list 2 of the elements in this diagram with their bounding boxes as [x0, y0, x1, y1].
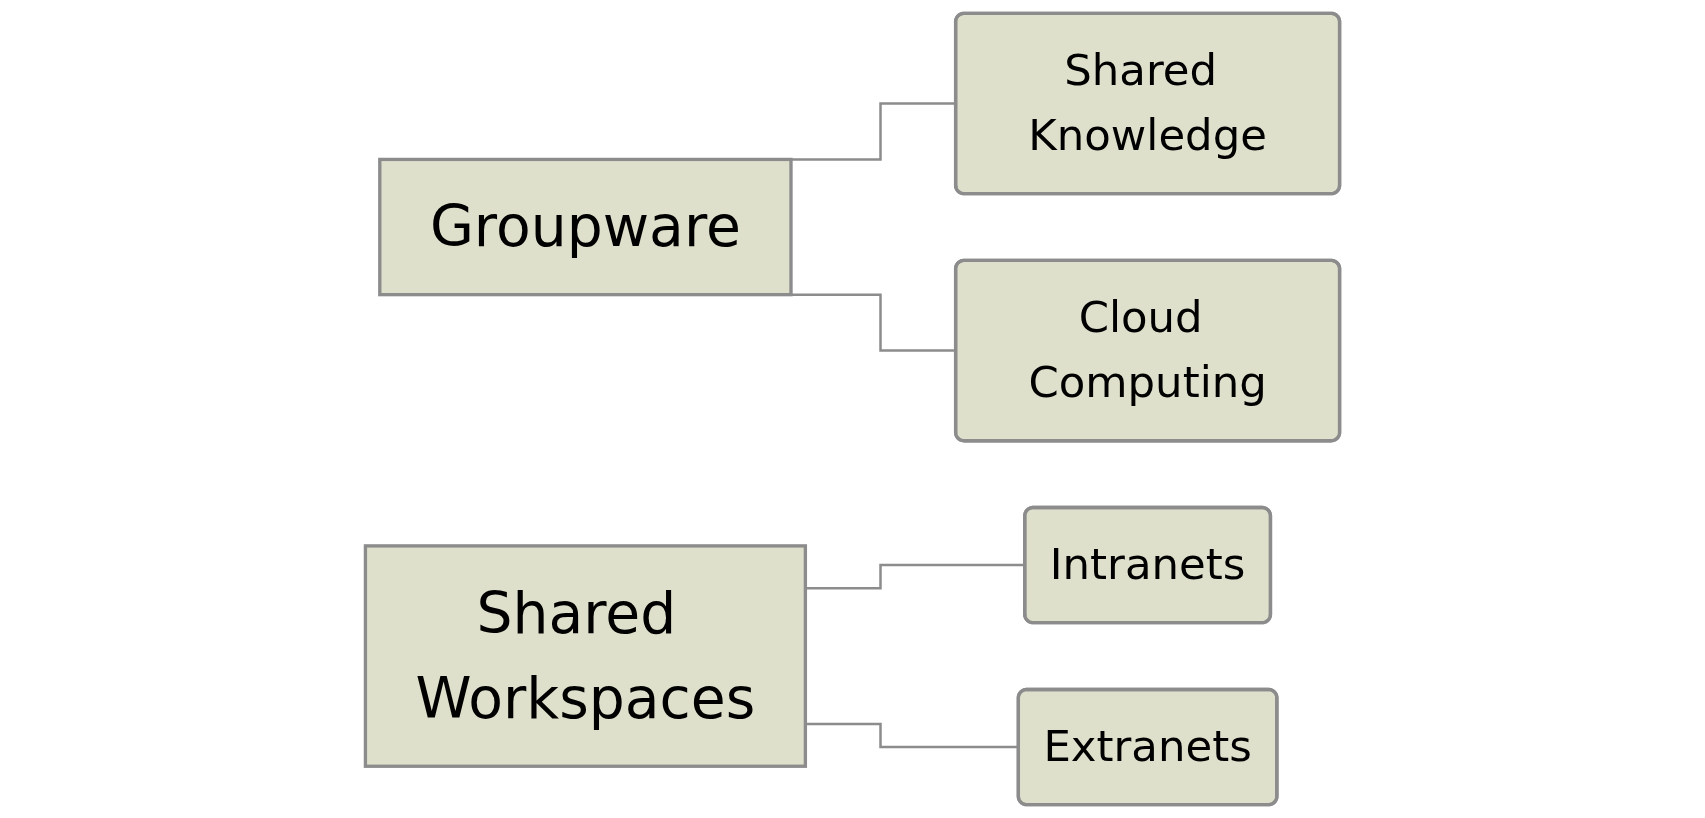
node-box: Shared Workspaces — [363, 544, 808, 768]
node-box: Groupware — [378, 157, 793, 297]
